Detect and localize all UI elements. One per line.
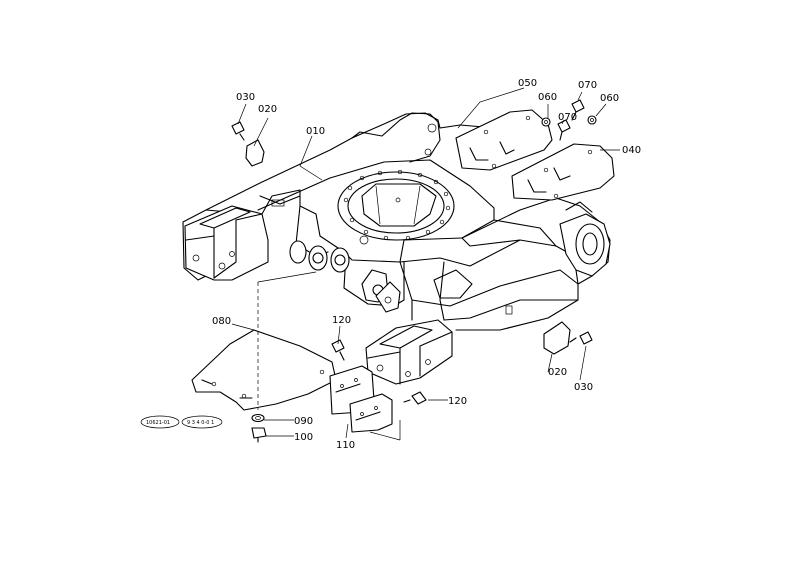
label-080: 080: [212, 316, 231, 327]
fasteners-upper-right: [541, 99, 597, 141]
reference-mark-2: 9 3 4 0-0 1: [187, 420, 214, 426]
label-120-upper: 120: [332, 315, 351, 326]
label-050: 050: [518, 78, 537, 89]
small-cover-020-right: [543, 321, 593, 355]
label-110: 110: [336, 440, 355, 451]
guard-plate-080: [191, 329, 337, 411]
washer-090-bolt-100: [251, 413, 267, 443]
reference-marks: 10621-01 9 3 4 0-0 1: [140, 415, 223, 429]
label-060-right: 060: [600, 93, 619, 104]
label-010: 010: [306, 126, 325, 137]
cover-plate-040: [511, 143, 615, 201]
bracket-110: [329, 339, 427, 433]
label-070-upper: 070: [578, 80, 597, 91]
leader-lines: [231, 87, 620, 441]
small-cover-020-left: [231, 121, 265, 167]
label-020-lower: 020: [548, 367, 567, 378]
label-060-left: 060: [538, 92, 557, 103]
label-030-upper: 030: [236, 92, 255, 103]
track-frame: [182, 112, 611, 385]
cover-plate-050: [455, 109, 553, 171]
label-090: 090: [294, 416, 313, 427]
label-040: 040: [622, 145, 641, 156]
reference-mark-1: 10621-01: [146, 420, 170, 426]
part-labels: 030 020 010 050 060 070 070 060 040 080 …: [212, 78, 641, 451]
label-020-upper: 020: [258, 104, 277, 115]
label-120-lower: 120: [448, 396, 467, 407]
label-100: 100: [294, 432, 313, 443]
label-030-lower: 030: [574, 382, 593, 393]
label-070-lower: 070: [558, 112, 577, 123]
